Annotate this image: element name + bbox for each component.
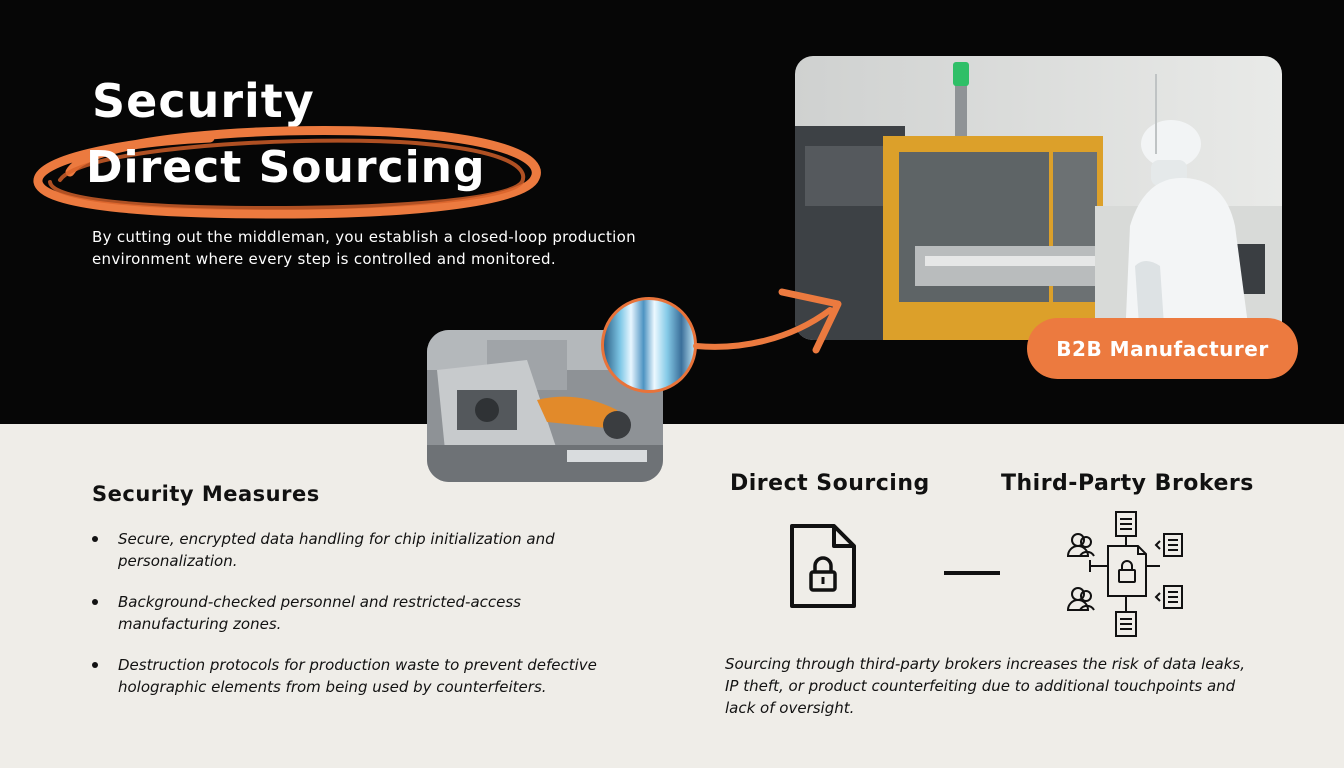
list-item-text: Secure, encrypted data handling for chip… — [118, 530, 555, 570]
direct-sourcing-heading: Direct Sourcing — [730, 471, 930, 496]
bullet-icon — [92, 536, 98, 542]
list-item-text: Destruction protocols for production was… — [118, 656, 597, 696]
bullet-icon — [92, 662, 98, 668]
broker-risk-text: Sourcing through third-party brokers inc… — [725, 655, 1245, 717]
list-item: Background-checked personnel and restric… — [92, 591, 612, 635]
manufacturing-photo — [795, 56, 1282, 340]
comparison-dash — [944, 571, 1000, 575]
locked-document-icon — [790, 524, 856, 608]
bullet-icon — [92, 599, 98, 605]
list-item: Secure, encrypted data handling for chip… — [92, 528, 612, 572]
orange-scribble-circle — [33, 126, 541, 219]
security-measures-heading: Security Measures — [92, 482, 320, 506]
intro-text: By cutting out the middleman, you establ… — [92, 228, 636, 268]
title-line-2: Direct Sourcing — [86, 142, 486, 193]
list-item-text: Background-checked personnel and restric… — [118, 593, 522, 633]
curved-arrow-icon — [693, 288, 842, 354]
security-measures-list: Secure, encrypted data handling for chip… — [92, 528, 612, 717]
title-line-1: Security — [92, 74, 315, 128]
third-party-brokers-heading: Third-Party Brokers — [1001, 471, 1254, 496]
broker-network-icon — [1066, 511, 1183, 637]
list-item: Destruction protocols for production was… — [92, 654, 612, 698]
hologram-magnifier — [601, 297, 697, 393]
b2b-manufacturer-badge[interactable]: B2B Manufacturer — [1027, 318, 1298, 379]
